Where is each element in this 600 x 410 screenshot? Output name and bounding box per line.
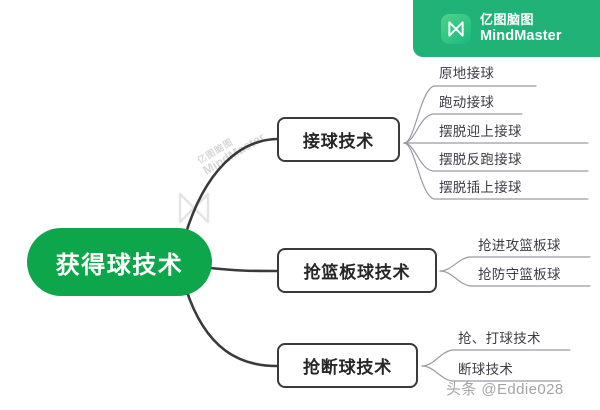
topic-node-stealing[interactable]: 抢断球技术 [277,343,418,388]
brand-badge: 亿图脑图 MindMaster [413,0,600,57]
topic-node-rebounding[interactable]: 抢篮板球技术 [277,248,437,293]
leaf-node[interactable]: 抢进攻篮板球 [478,238,561,253]
leaf-node[interactable]: 抢、打球技术 [458,331,541,346]
brand-name-cn: 亿图脑图 [480,12,535,28]
root-node[interactable]: 获得球技术 [27,228,212,296]
topic-node-label: 接球技术 [302,132,375,151]
leaf-link-0-0 [403,85,537,144]
brand-name-en: MindMaster [480,27,562,44]
leaf-node[interactable]: 原地接球 [439,66,495,81]
branch-link-0 [183,137,279,238]
topic-node-label: 抢篮板球技术 [303,263,411,282]
leaf-node[interactable]: 摆脱反跑接球 [439,152,522,167]
leaf-link-1-1 [439,270,591,287]
leaf-node[interactable]: 摆脱插上接球 [439,180,522,195]
branch-link-2 [184,287,279,368]
mindmaster-logo-icon [441,13,471,44]
root-node-label: 获得球技术 [55,251,184,279]
leaf-node[interactable]: 断球技术 [458,362,514,377]
leaf-link-2-0 [421,349,571,367]
leaf-node[interactable]: 摆脱迎上接球 [439,124,522,139]
branch-link-1 [208,266,279,273]
topic-node-label: 抢断球技术 [303,358,392,377]
brand-text: 亿图脑图 MindMaster [480,13,562,44]
leaf-link-0-4 [403,142,589,200]
topic-node-receiving[interactable]: 接球技术 [277,117,400,162]
leaf-node[interactable]: 抢防守篮板球 [478,267,561,282]
leaf-link-0-1 [403,113,523,144]
leaf-link-2-1 [421,365,561,382]
leaf-link-1-0 [439,256,591,272]
leaf-node[interactable]: 跑动接球 [439,95,495,110]
